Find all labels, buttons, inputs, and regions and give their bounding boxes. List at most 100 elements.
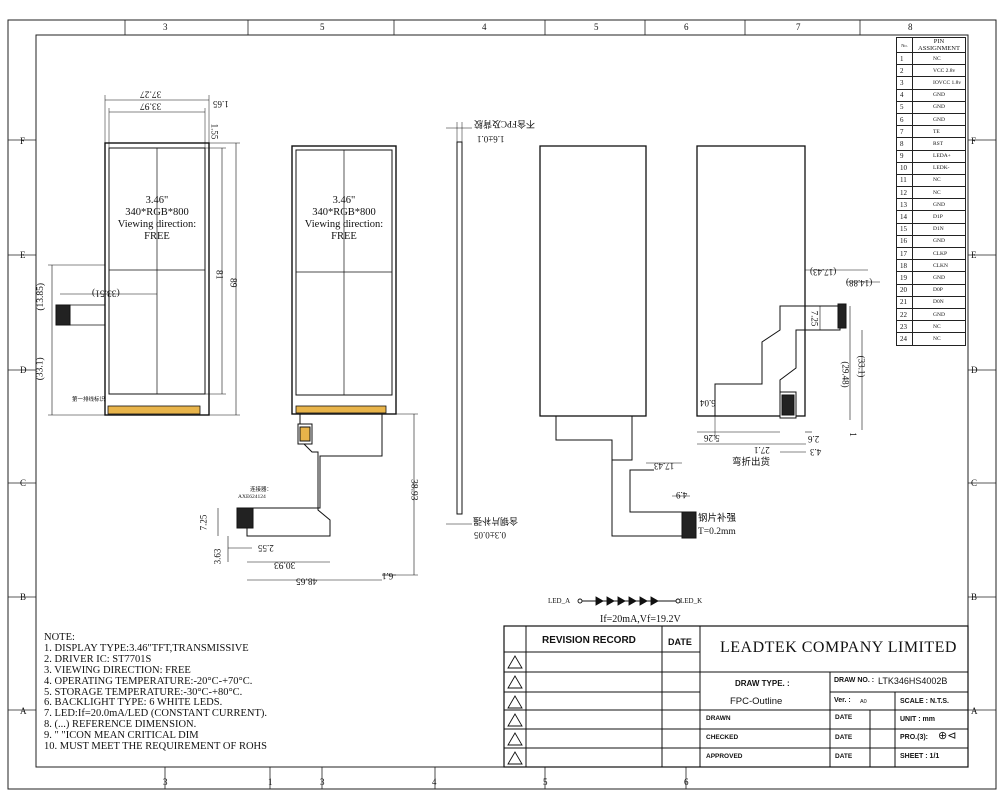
revision-record-header: REVISION RECORD [542,635,636,646]
row-left-F: F [20,136,26,146]
dim-4-9: 4.9 [676,490,688,500]
led-spec: If=20mA,Vf=19.2V [600,614,681,625]
top-column-ticks [8,20,996,789]
steel-stiffener-right: 钢片补强 [698,514,737,524]
draw-type-label: DRAW TYPE. : [735,679,790,688]
notes-block: NOTE: 1. DISPLAY TYPE:3.46"TFT,TRANSMISS… [44,632,268,753]
note-1: 1. DISPLAY TYPE:3.46"TFT,TRANSMISSIVE [44,642,249,654]
unit-label: UNIT : mm [900,716,935,723]
top-col-5b: 5 [594,22,599,32]
dim-7-25-right: 7.25 [809,310,820,327]
ver-label: Ver. : [834,697,851,704]
pin-signal: NC [912,51,966,66]
dim-5-26: 5.26 [704,433,720,443]
pin-number: 13 [896,198,913,212]
inner-frame [35,34,969,768]
pin-signal: GND [912,307,966,322]
bend-ship-note: 弯折出货 [732,458,771,468]
pin-number: 24 [896,332,913,346]
pin-signal: GND [912,234,966,249]
note-10: 10. MUST MEET THE REQUIREMENT OF ROHS [44,741,267,753]
pin-header-no: No. [896,37,913,53]
connector-label: 连接器： [250,487,273,493]
top-col-4: 4 [482,22,487,32]
title-block [503,625,969,768]
panel-size: 3.46" [145,195,169,206]
pin-number: 7 [896,125,913,139]
note-4: 4. OPERATING TEMPERATURE:-20°C-+70°C. [44,675,253,687]
pin-signal: LEDK- [912,161,966,175]
top-col-8: 8 [908,22,913,32]
dim-33-97: 33.97 [140,100,162,111]
dim-6-1: 6.1 [382,571,394,581]
dim-30-93: 30.93 [274,559,296,570]
ver-value: A0 [860,699,867,705]
dim-89: 89 [227,278,238,288]
date-label-2: DATE [835,734,853,741]
draw-type-value: FPC-Outline [730,696,783,707]
pin-number: 22 [896,307,913,322]
note-3: 3. VIEWING DIRECTION: FREE [44,664,191,676]
panel-label-view1: 3.46" 340*RGB*800 Viewing direction: FRE… [109,195,205,243]
date-label-3: DATE [835,753,853,760]
dim-4-3: 4.3 [810,447,822,457]
connector-part: AXE624124 [238,494,266,500]
dim-1-6: 1.6±0.1 [477,134,505,144]
steel-stiffener-note: 含钢片补强 [473,516,519,526]
pin-signal: GND [912,100,966,114]
rear-view [539,145,697,539]
pin-signal: GND [912,198,966,212]
pin-signal: GND [912,88,966,102]
row-right-A: A [971,706,978,716]
dim-6-04: 6.04 [700,398,716,408]
pin-signal: D0N [912,295,966,309]
pin-number: 21 [896,295,913,309]
panel-resolution: 340*RGB*800 [125,207,189,218]
dim-48-65: 48.65 [296,575,318,586]
dim-81: 81 [213,270,224,280]
sheet-label: SHEET : 1/1 [900,753,940,760]
note-8: 8. (...) REFERENCE DIMENSION. [44,719,197,731]
bottom-col-5: 5 [543,777,548,787]
top-col-6: 6 [684,22,689,32]
bottom-col-1: 1 [268,777,273,787]
pin-number: 10 [896,161,913,175]
pin-table-header: No. PIN ASSIGNMENT [896,37,966,53]
dim-7-25-left: 7.25 [198,514,209,531]
pin-signal: GND [912,112,966,127]
row-left-E: E [20,250,26,260]
led-string-diagram [577,596,681,606]
front-view-fpc [217,145,418,581]
bottom-col-3: 3 [163,777,168,787]
panel-label-view2: 3.46" 340*RGB*800 Viewing direction: FRE… [296,195,392,243]
dim-1-55: 1.55 [209,123,220,140]
row-left-D: D [20,365,27,375]
row-right-F: F [971,136,977,146]
notes-title: NOTE: [44,632,75,643]
dim-1-65: 1.65 [213,99,229,109]
pin-signal: LEDA+ [912,149,966,163]
note-7: 7. LED:If=20.0mA/LED (CONSTANT CURRENT). [44,708,268,720]
pin-signal: IOVCC 1.8v [912,76,966,90]
pin-signal: VCC 2.8v [912,64,966,78]
dim-29-48: (29.48) [840,361,851,388]
pro-label: PRO.(3): [900,734,928,741]
note-2: 2. DRIVER IC: ST7701S [44,653,152,665]
pin-number: 9 [896,149,913,163]
pin-signal: D1P [912,210,966,224]
